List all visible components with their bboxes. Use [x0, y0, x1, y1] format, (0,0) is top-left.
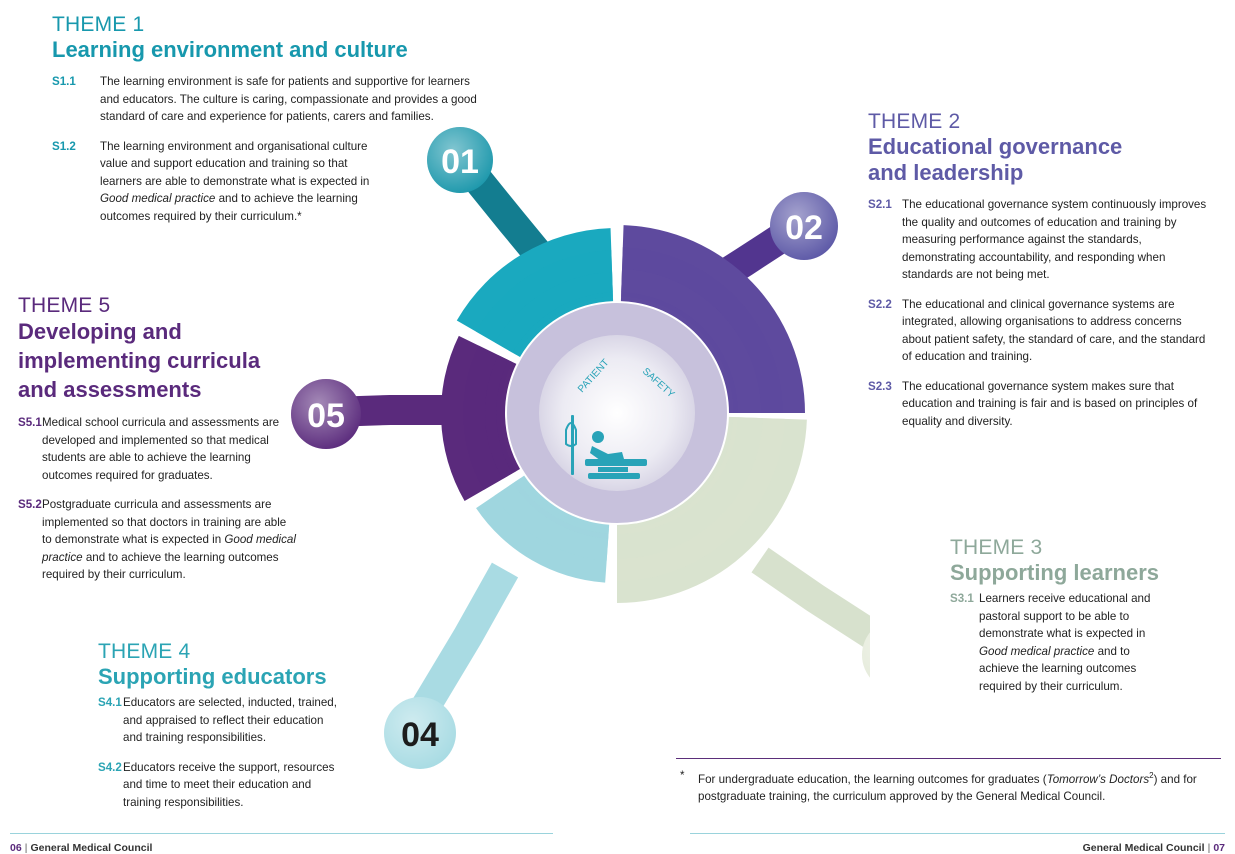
themes-wheel-diagram: PATIENT SAFETY 01 02 03 04 05 [291, 127, 870, 769]
footnote-text-part: ) and for postgraduate training, the cur… [698, 772, 1197, 803]
badge-number: 05 [307, 397, 345, 435]
theme-2-section: THEME 2 Educational governance and leade… [868, 111, 1208, 430]
standard-code: S2.2 [868, 297, 892, 311]
footer-right: General Medical Council | 07 [1083, 842, 1225, 854]
standard-code: S2.1 [868, 198, 892, 211]
badge-02: 02 [770, 192, 838, 260]
standard-code: S5.1 [18, 416, 42, 429]
center-disc [539, 335, 695, 491]
badge-01: 01 [427, 127, 493, 193]
badge-04: 04 [384, 697, 456, 769]
standard-code: S5.2 [18, 498, 42, 511]
standard-code: S1.2 [52, 139, 76, 153]
footer-rule-left [10, 833, 553, 834]
footnote: * For undergraduate education, the learn… [676, 758, 1221, 805]
page-number-right: 07 [1213, 842, 1225, 854]
publication-title: Good medical practice [100, 192, 216, 205]
theme-5-section: THEME 5 Developing and implementing curr… [18, 295, 308, 584]
standard-s4-1: S4.1 Educators are selected, inducted, t… [98, 694, 338, 747]
badge-03: 03 [862, 632, 870, 678]
standard-code: S4.1 [98, 696, 122, 709]
standard-text-cont: and to achieve the learning outcomes req… [979, 644, 1137, 693]
footnote-ref: 2 [1149, 771, 1154, 780]
standard-code: S3.1 [950, 592, 974, 605]
theme-5-title-line-2: implementing curricula [18, 348, 261, 373]
arm-theme-3 [751, 547, 870, 652]
theme-3-section: THEME 3 Supporting learners S3.1 Learner… [950, 537, 1165, 695]
publication-title: Good medical practice [979, 644, 1095, 658]
page-number-left: 06 [10, 842, 22, 854]
standard-text: The learning environment and organisatio… [100, 139, 370, 188]
badge-number: 01 [441, 143, 479, 181]
standard-s1-1: S1.1 The learning environment is safe fo… [52, 73, 477, 126]
footnote-text: For undergraduate education, the learnin… [676, 767, 1221, 805]
theme-3-kicker: THEME 3 [950, 536, 1043, 559]
theme-1-kicker: THEME 1 [52, 13, 145, 36]
footer-org-left: General Medical Council [30, 842, 153, 854]
theme-5-title-line-1: Developing and [18, 319, 182, 344]
standard-text: The learning environment is safe for pat… [100, 75, 477, 123]
theme-4-title: Supporting educators [98, 664, 327, 689]
standard-code: S2.3 [868, 379, 892, 393]
theme-3-title: Supporting learners [950, 560, 1160, 585]
standard-s4-2: S4.2 Educators receive the support, reso… [98, 759, 338, 812]
footnote-marker: * [680, 769, 685, 782]
standard-s2-2: S2.2 The educational and clinical govern… [868, 296, 1208, 366]
footer-left: 06 | General Medical Council [10, 842, 152, 854]
patient-bed-icon [565, 415, 647, 479]
theme-2-kicker: THEME 2 [868, 110, 961, 133]
standard-text: Educators receive the support, resources… [123, 760, 335, 809]
standard-text: Educators are selected, inducted, traine… [123, 696, 337, 744]
footer-separator: | [1207, 842, 1211, 854]
badge-05: 05 [291, 379, 361, 449]
footer-org-right: General Medical Council [1082, 842, 1205, 854]
standard-s1-2: S1.2 The learning environment and organi… [52, 138, 382, 226]
standard-text: Medical school curricula and assessments… [42, 416, 280, 482]
theme-5-kicker: THEME 5 [18, 294, 111, 317]
standard-s5-2: S5.2 Postgraduate curricula and assessme… [18, 496, 298, 584]
theme-2-title-line-2: and leadership [868, 160, 1024, 185]
segment-theme-1-band-2 [494, 272, 613, 353]
segment-theme-3-band-2 [617, 417, 763, 559]
publication-title: Good medical practice [42, 533, 296, 564]
theme-1-section: THEME 1 Learning environment and culture… [52, 14, 477, 225]
theme-2-title-line-1: Educational governance [868, 134, 1123, 159]
theme-4-section: THEME 4 Supporting educators S4.1 Educat… [98, 641, 338, 811]
standard-s2-3: S2.3 The educational governance system m… [868, 378, 1208, 431]
standard-text-cont: and to achieve the learning outcomes req… [100, 192, 358, 223]
standard-text: Postgraduate curricula and assessments a… [42, 498, 287, 546]
footer-rule-right [690, 833, 1225, 834]
standard-text: The educational and clinical governance … [902, 297, 1206, 364]
standard-text: The educational governance system makes … [902, 379, 1198, 428]
segment-theme-2-band-2 [621, 269, 761, 413]
standard-s5-1: S5.1 Medical school curricula and assess… [18, 414, 282, 484]
theme-4-kicker: THEME 4 [98, 640, 191, 663]
standard-text-cont: and to achieve the learning outcomes req… [42, 550, 279, 582]
badge-number: 02 [785, 209, 823, 247]
arm-theme-4 [407, 562, 519, 724]
standard-text: The educational governance system contin… [902, 198, 1207, 281]
standard-code: S4.2 [98, 760, 122, 774]
theme-5-title-line-3: and assessments [18, 377, 202, 402]
badge-number: 04 [401, 716, 439, 754]
standard-s2-1: S2.1 The educational governance system c… [868, 196, 1208, 284]
theme-1-title: Learning environment and culture [52, 37, 408, 62]
ring-segments [441, 225, 807, 603]
standard-s3-1: S3.1 Learners receive educational and pa… [950, 590, 1151, 695]
footnote-text-part: For undergraduate education, the learnin… [698, 772, 1047, 786]
footer-separator: | [24, 842, 28, 854]
standard-text: Learners receive educational and pastora… [979, 592, 1151, 640]
segment-theme-5-band-2 [485, 355, 513, 479]
segment-theme-4-band-2 [512, 480, 609, 539]
publication-title: Tomorrow’s Doctors [1046, 772, 1150, 786]
standard-code: S1.1 [52, 75, 76, 88]
